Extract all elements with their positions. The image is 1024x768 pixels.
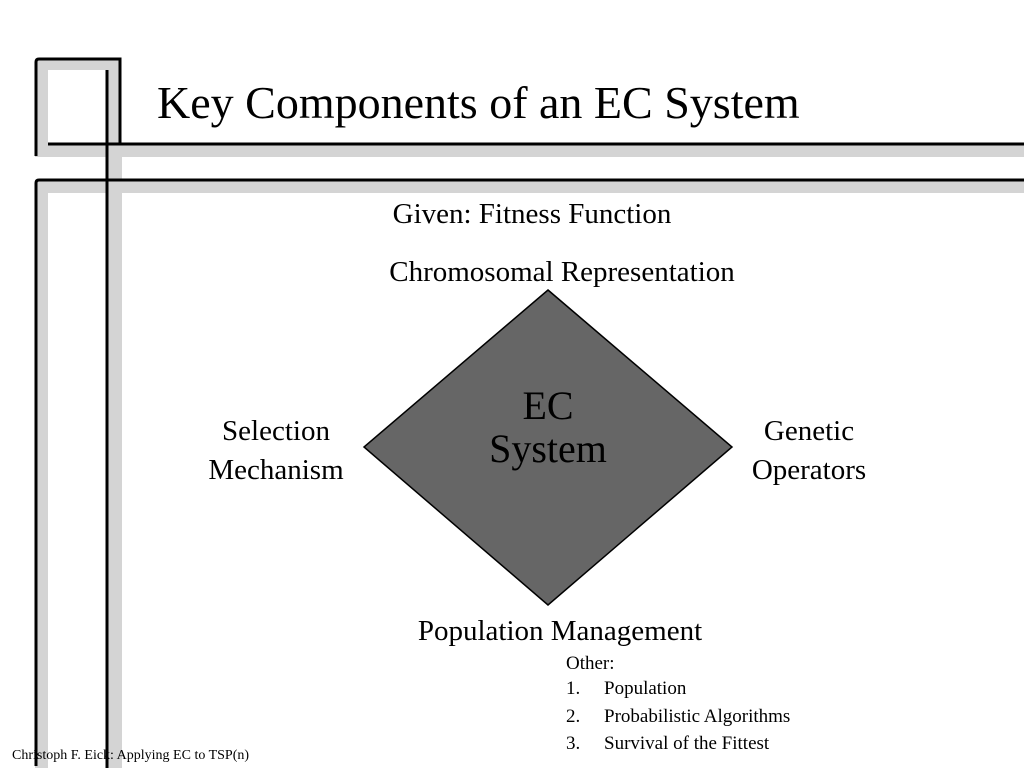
- genetic-operators-label: Genetic Operators: [709, 412, 909, 491]
- slide-title: Key Components of an EC System: [157, 77, 800, 128]
- selection-mechanism-label: Selection Mechanism: [176, 412, 376, 491]
- list-item-number: 3.: [566, 733, 581, 754]
- list-item: 1. Population: [566, 678, 790, 706]
- list-item-number: 2.: [566, 705, 581, 727]
- list-item-text: Population: [604, 678, 687, 699]
- ec-system-label-line-2: System: [489, 426, 607, 472]
- selection-mechanism-line-2: Mechanism: [208, 454, 344, 487]
- list-item-text: Survival of the Fittest: [604, 733, 770, 754]
- list-item-text: Probabilistic Algorithms: [604, 705, 791, 727]
- list-item-number: 1.: [566, 678, 581, 699]
- frame-bar-vertical-left: [35, 180, 48, 768]
- list-item: 3. Survival of the Fittest: [566, 733, 790, 761]
- ec-system-label: EC System: [448, 383, 648, 472]
- frame-top-box-inset: [48, 70, 107, 143]
- given-label: Given: Fitness Function: [392, 198, 672, 230]
- chromosomal-representation-label: Chromosomal Representation: [389, 256, 735, 288]
- ec-system-label-line-1: EC: [522, 383, 574, 428]
- frame-bar-horizontal-bottom: [35, 180, 1024, 193]
- footer-credit: Christoph F. Eick: Applying EC to TSP(n): [12, 748, 250, 763]
- genetic-operators-line-2: Operators: [751, 454, 867, 487]
- other-list: 1.Population 2.Probabilistic Algorithms …: [566, 678, 790, 761]
- frame-bar-vertical-right: [107, 143, 122, 768]
- other-heading: Other:: [566, 653, 615, 674]
- population-management-label: Population Management: [417, 615, 703, 647]
- genetic-operators-line-1: Genetic: [763, 415, 855, 447]
- frame-bar-horizontal-top: [35, 143, 1024, 157]
- list-item: 2. Probabilistic Algorithms: [566, 706, 790, 734]
- frame-outline: [34, 57, 1024, 768]
- ec-system-diamond: [362, 289, 734, 606]
- selection-mechanism-line-1: Selection: [222, 415, 330, 447]
